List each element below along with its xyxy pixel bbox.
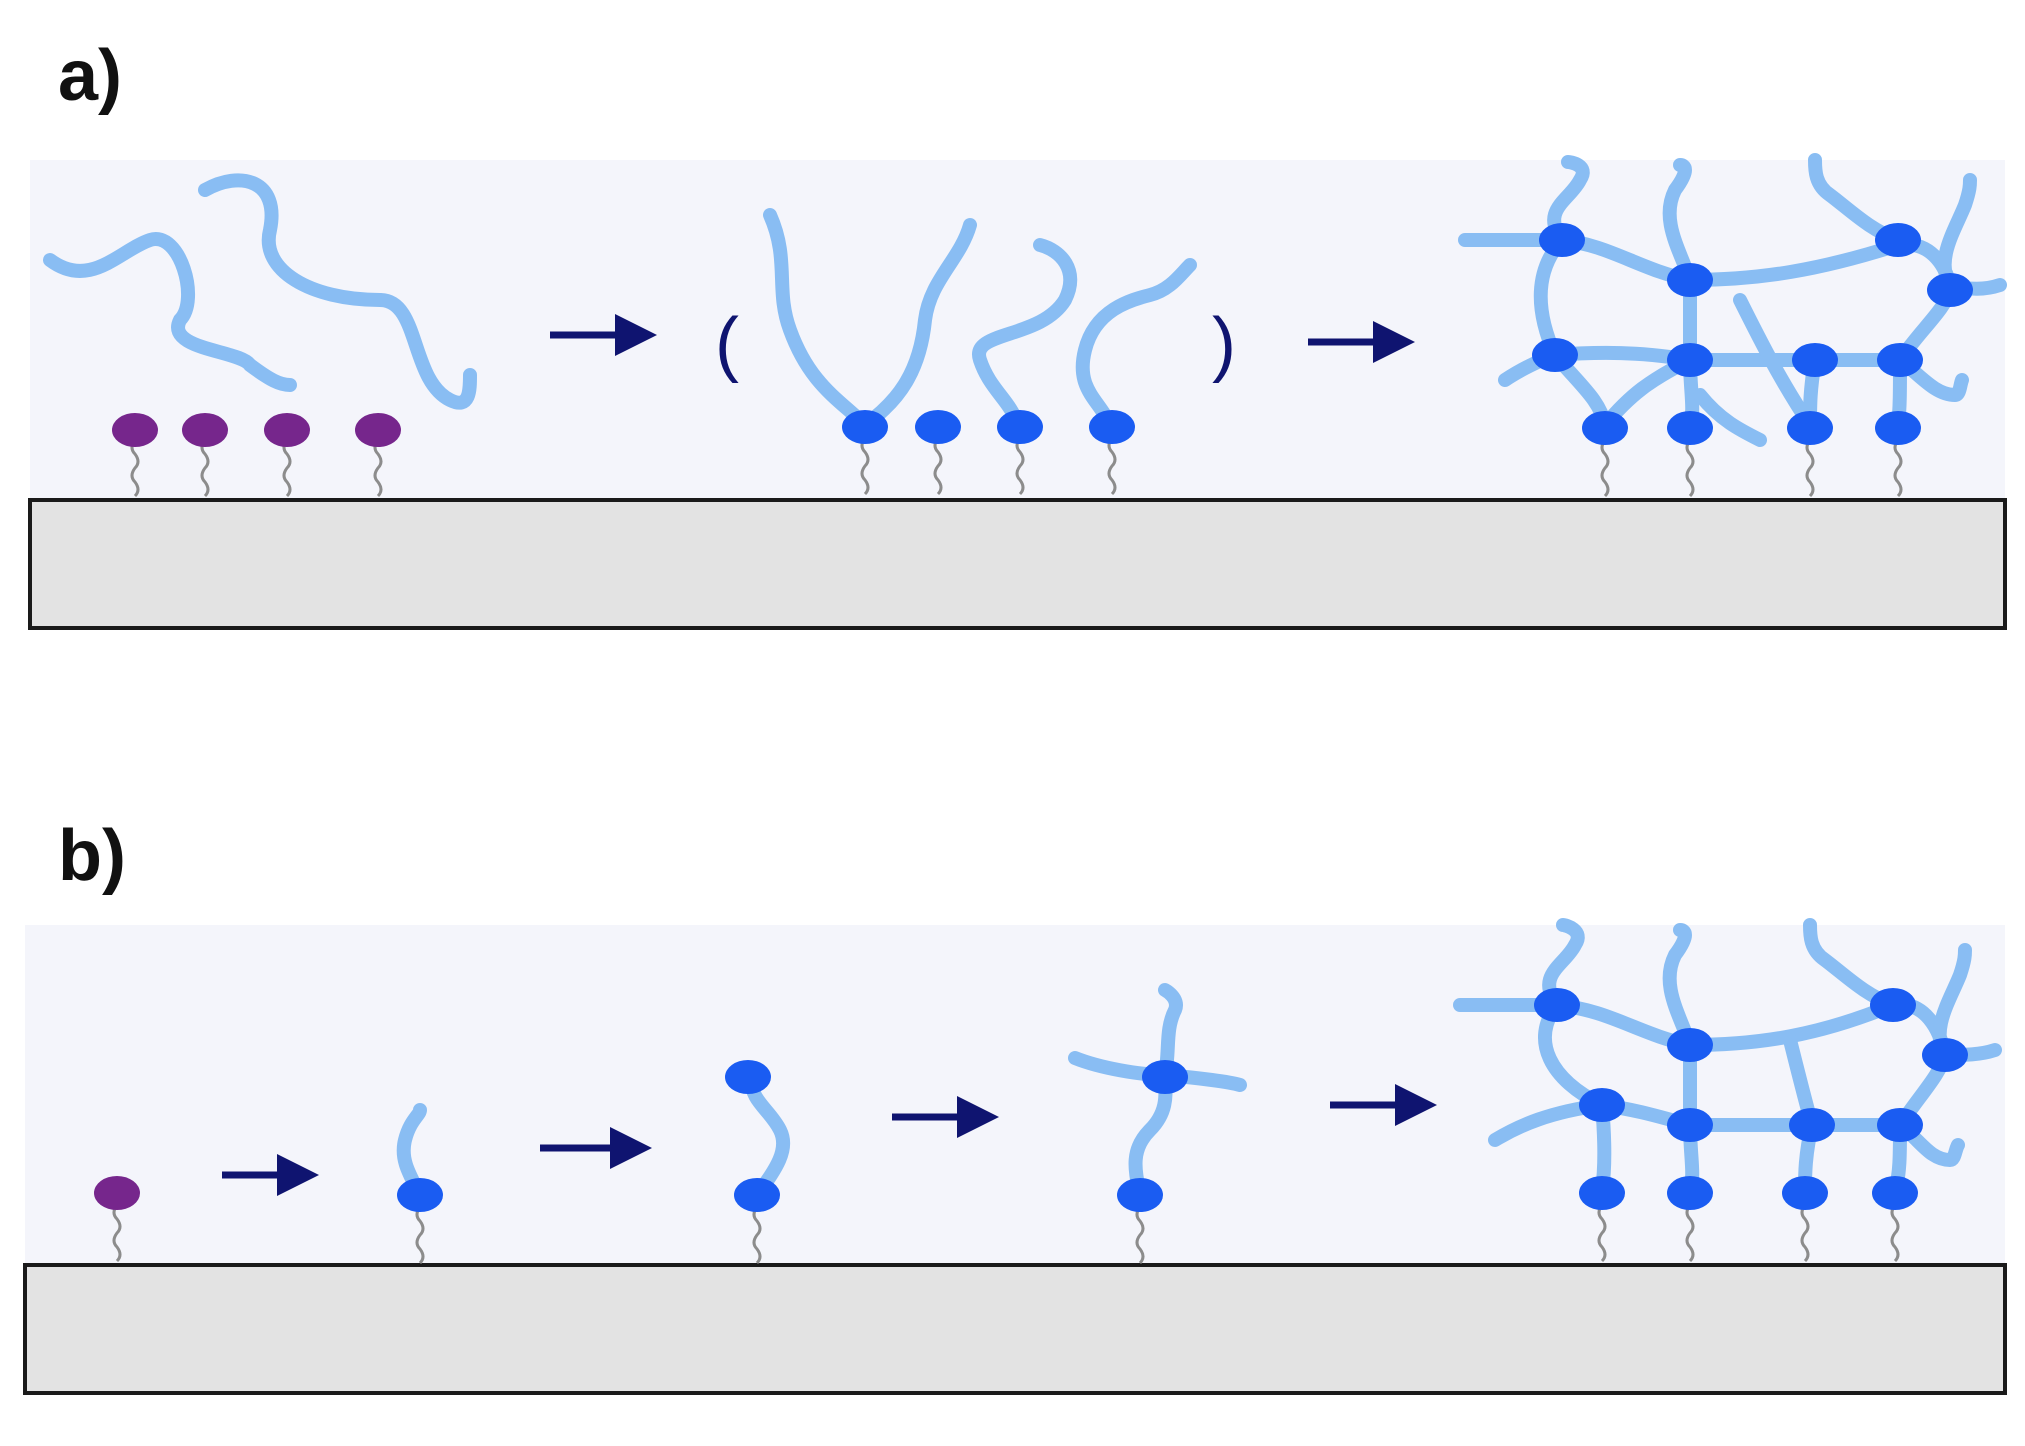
bound-site <box>842 410 888 496</box>
bound-site <box>1117 1178 1163 1265</box>
polymer-chain <box>972 238 1078 432</box>
crosslink-site <box>1877 343 1923 377</box>
bound-site <box>1579 1176 1625 1263</box>
panel-b-network-sites <box>1534 988 1968 1142</box>
polymer-chain <box>396 1103 427 1202</box>
crosslink-site <box>1875 223 1921 257</box>
bound-site <box>1787 411 1833 498</box>
panel-b-label: b) <box>58 816 126 896</box>
panel-b-network-anchors <box>1579 1176 1918 1263</box>
panel-a-grafted-sites <box>842 410 1135 496</box>
initiator-site <box>94 1176 140 1263</box>
crosslink-site <box>1142 1060 1188 1094</box>
panel-a: ( ) <box>28 153 2007 630</box>
panel-a-network-sites <box>1532 223 1973 377</box>
crosslink-site <box>1792 343 1838 377</box>
panel-a-substrate <box>28 498 2007 630</box>
polymer-chain <box>1733 293 1817 432</box>
bound-site <box>734 1178 780 1265</box>
crosslink-site <box>725 1060 771 1094</box>
bound-site <box>1782 1176 1828 1263</box>
crosslink-site <box>1667 343 1713 377</box>
bound-site <box>997 410 1043 496</box>
initiator-site <box>182 413 228 498</box>
panel-a-grafted-chains <box>763 208 1197 432</box>
bound-site <box>1582 411 1628 498</box>
polymer-chain <box>1547 155 1590 247</box>
crosslink-site <box>1789 1108 1835 1142</box>
polymer-chain <box>1808 153 1905 247</box>
polymer-chain <box>858 218 977 432</box>
crosslink-site <box>1870 988 1916 1022</box>
panel-a-free-chains <box>43 173 477 410</box>
crosslink-site <box>1532 338 1578 372</box>
crosslink-site <box>1539 223 1585 257</box>
polymer-chain <box>1662 158 1697 287</box>
crosslink-site <box>1667 263 1713 297</box>
bound-site <box>397 1178 443 1265</box>
panel-a-initiators <box>112 413 401 498</box>
panel-b <box>23 918 2007 1395</box>
crosslink-site <box>1922 1038 1968 1072</box>
bound-site <box>915 410 961 496</box>
panel-a-network-anchors <box>1582 411 1921 498</box>
polymer-chain <box>1075 258 1197 432</box>
polymer-chain <box>43 232 297 392</box>
crosslink-site <box>1667 1028 1713 1062</box>
polymer-chain <box>1542 918 1585 1012</box>
polymer-chain <box>1893 1118 1965 1168</box>
polymer-chain <box>1693 388 1767 447</box>
initiator-site <box>264 413 310 498</box>
polymer-chain <box>1803 918 1900 1012</box>
crosslink-site <box>1534 988 1580 1022</box>
panel-b-substrate <box>23 1263 2007 1395</box>
polymer-chain <box>1158 983 1183 1082</box>
polymer-chain <box>1893 353 1969 403</box>
bound-site <box>1667 411 1713 498</box>
polymer-chain <box>1937 173 1977 292</box>
polymer-chain <box>1932 943 1972 1062</box>
open-parenthesis: ( <box>715 304 739 384</box>
crosslink-site <box>1877 1108 1923 1142</box>
bound-site <box>1089 410 1135 496</box>
initiator-site <box>355 413 401 498</box>
panel-b-solution-region <box>25 925 2005 1265</box>
polymer-chain <box>763 208 872 432</box>
initiator-site <box>112 413 158 498</box>
crosslink-site <box>1927 273 1973 307</box>
bound-site <box>1872 1176 1918 1263</box>
polymer-chain <box>1662 923 1697 1052</box>
bound-site <box>1667 1176 1713 1263</box>
bound-site <box>1875 411 1921 498</box>
close-parenthesis: ) <box>1212 304 1236 384</box>
polymer-chain <box>198 173 477 410</box>
panel-a-label: a) <box>58 36 123 116</box>
crosslink-site <box>1579 1088 1625 1122</box>
crosslink-site <box>1667 1108 1713 1142</box>
